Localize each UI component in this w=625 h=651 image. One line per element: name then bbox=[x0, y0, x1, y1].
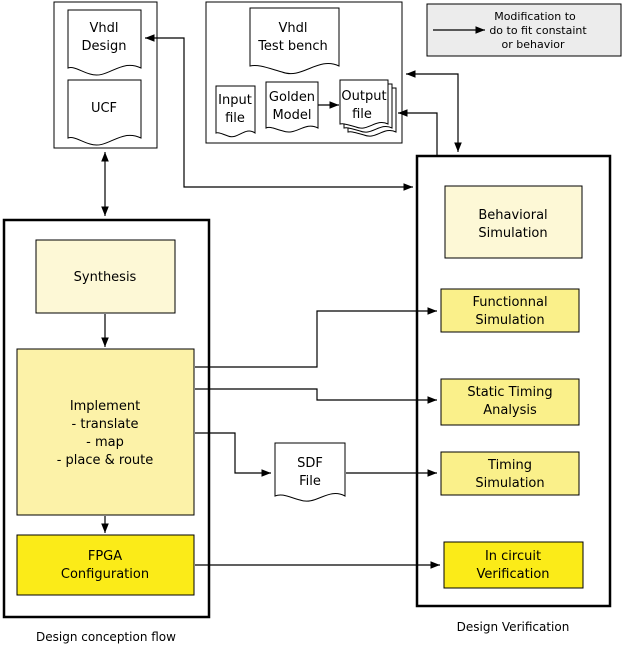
test-bench-group: Vhdl Test bench Input file Golden Model … bbox=[205, 1, 403, 144]
implement-label-2: - translate bbox=[72, 417, 139, 432]
input-file-document: Input file bbox=[215, 85, 256, 138]
design-files-group: Vhdl Design UCF bbox=[53, 1, 158, 149]
conception-flow-caption: Design conception flow bbox=[36, 630, 176, 644]
vhdl-design-label-2: Design bbox=[82, 39, 127, 54]
legend-text-3: or behavior bbox=[501, 38, 565, 51]
legend: Modification to do to fit constaint or b… bbox=[426, 3, 622, 57]
implement-to-sdf-arrow bbox=[195, 432, 271, 477]
in-circuit-box bbox=[443, 541, 584, 589]
functional-label-1: Functionnal bbox=[472, 295, 547, 310]
verification-group: Behavioral Simulation Functionnal Simula… bbox=[415, 154, 612, 608]
legend-text-2: do to fit constaint bbox=[489, 24, 587, 37]
output-file-label-1: Output bbox=[341, 89, 386, 104]
static-timing-label-1: Static Timing bbox=[467, 385, 552, 400]
timing-sim-label-2: Simulation bbox=[475, 476, 544, 491]
fpga-label-1: FPGA bbox=[88, 549, 122, 564]
synthesis-box bbox=[35, 239, 176, 314]
golden-model-label-1: Golden bbox=[269, 90, 315, 105]
ucf-label: UCF bbox=[91, 101, 117, 116]
golden-model-document: Golden Model bbox=[265, 81, 319, 133]
behavioral-label-2: Simulation bbox=[478, 226, 547, 241]
vhdl-design-label-1: Vhdl bbox=[90, 21, 119, 36]
test-bench-verification-arrow bbox=[406, 70, 462, 152]
vhdl-design-document: Vhdl Design bbox=[67, 9, 142, 76]
input-file-label-2: file bbox=[225, 111, 245, 126]
functional-sim-box bbox=[440, 288, 580, 333]
input-file-label-1: Input bbox=[218, 93, 252, 108]
output-file-document: Output file bbox=[339, 79, 397, 137]
implement-to-functional-arrow bbox=[195, 307, 437, 368]
test-bench-title-1: Vhdl bbox=[279, 21, 308, 36]
functional-label-2: Simulation bbox=[475, 313, 544, 328]
in-circuit-label-2: Verification bbox=[476, 567, 549, 582]
golden-model-label-2: Model bbox=[272, 108, 311, 123]
sdf-file-document: SDF File bbox=[274, 442, 346, 502]
implement-box bbox=[16, 348, 195, 516]
verification-caption: Design Verification bbox=[457, 620, 570, 634]
test-bench-title-2: Test bench bbox=[257, 39, 328, 54]
fpga-label-2: Configuration bbox=[61, 567, 149, 582]
sdf-label-1: SDF bbox=[297, 456, 323, 471]
test-bench-document: Vhdl Test bench bbox=[249, 7, 340, 75]
sdf-label-2: File bbox=[299, 474, 321, 489]
static-timing-box bbox=[440, 378, 580, 426]
legend-text-1: Modification to bbox=[494, 10, 576, 23]
verification-to-output-arrow bbox=[398, 109, 438, 156]
fpga-config-box bbox=[16, 534, 195, 596]
in-circuit-label-1: In circuit bbox=[485, 549, 541, 564]
conception-flow-group: Synthesis Implement - translate - map - … bbox=[2, 218, 211, 619]
implement-label-1: Implement bbox=[70, 399, 140, 414]
vhdl-design-verification-arrow bbox=[145, 34, 413, 191]
implement-to-static-timing-arrow bbox=[195, 388, 437, 404]
synthesis-label: Synthesis bbox=[74, 270, 137, 285]
timing-sim-box bbox=[440, 451, 580, 496]
timing-sim-label-1: Timing bbox=[487, 458, 532, 473]
behavioral-sim-box bbox=[444, 185, 583, 259]
connectors bbox=[101, 34, 462, 569]
implement-label-3: - map bbox=[86, 435, 124, 450]
ucf-document: UCF bbox=[67, 79, 142, 146]
implement-label-4: - place & route bbox=[57, 453, 154, 468]
behavioral-label-1: Behavioral bbox=[478, 208, 547, 223]
output-file-label-2: file bbox=[352, 107, 372, 122]
static-timing-label-2: Analysis bbox=[483, 403, 537, 418]
